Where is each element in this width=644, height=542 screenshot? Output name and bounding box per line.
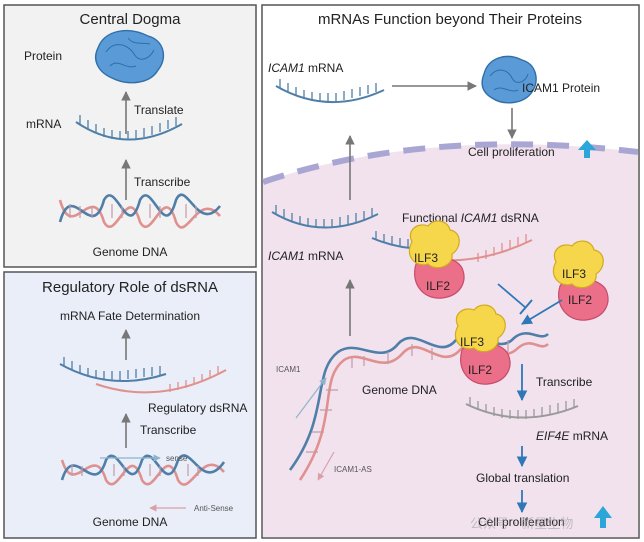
increase-arrow-icon — [578, 140, 596, 158]
mrnas-function-panel: mRNAs Function beyond Their Proteins ICA… — [261, 4, 640, 539]
ilf3-dna-icon — [454, 304, 506, 353]
regulatory-dsrna-label: Regulatory dsRNA — [148, 401, 247, 415]
genome-dna-label: Genome DNA — [93, 245, 168, 259]
nucleus-genome-label: Genome DNA — [362, 383, 437, 397]
binding-arrow — [521, 299, 563, 325]
mrna-label: mRNA — [26, 117, 61, 131]
regulatory-title: Regulatory Role of dsRNA — [42, 279, 218, 296]
ilf3-label-dna: ILF3 — [460, 335, 484, 349]
mrna-strand-icon — [75, 115, 183, 141]
mrnas-title: mRNAs Function beyond Their Proteins — [318, 11, 582, 28]
icam1-protein-icon — [481, 55, 537, 104]
nucleus-region — [263, 144, 638, 537]
global-translation-label: Global translation — [476, 471, 569, 485]
eif4e-mrna-icon — [465, 397, 579, 419]
functional-dsrna-label: Functional ICAM1 dsRNA — [402, 211, 539, 225]
cell-proliferation-top-label: Cell proliferation — [468, 145, 555, 159]
icam1-mrna-mid-icon — [271, 205, 379, 229]
mrna-fate-label: mRNA Fate Determination — [60, 309, 200, 323]
genome-dna-icon — [58, 193, 222, 229]
ilf3-label-top: ILF3 — [414, 251, 438, 265]
icam1-as-label: ICAM1-AS — [334, 465, 372, 474]
regulatory-genome-label: Genome DNA — [93, 515, 168, 529]
translate-label: Translate — [134, 103, 184, 117]
ilf-complex-dna: ILF3 ILF2 — [454, 304, 511, 385]
icam1-protein-label: ICAM1 Protein — [522, 81, 600, 95]
ilf-complex-top: ILF3 ILF2 — [408, 220, 465, 299]
cell-proliferation-bottom-label: Cell proliferation — [478, 515, 565, 529]
ilf3-protein-icon — [408, 220, 460, 269]
ilf-complex-free: ILF3 ILF2 — [552, 240, 609, 321]
watermark-text: 公众号 · 新星生物 — [470, 516, 573, 532]
antisense-label: Anti-Sense — [194, 504, 234, 513]
regulatory-dsrna-icon — [59, 357, 227, 394]
regulatory-genome-dna-icon — [60, 454, 226, 486]
icam1-antisense-arrow — [317, 451, 335, 481]
central-dogma-title: Central Dogma — [80, 11, 182, 28]
eif4e-transcribe-label: Transcribe — [536, 375, 593, 389]
icam1-mrna-top-label: ICAM1 mRNA — [268, 61, 343, 75]
icam1-sense-arrow — [295, 377, 327, 419]
ilf2-label-free: ILF2 — [568, 293, 592, 307]
icam1-strand-label: ICAM1 — [276, 365, 301, 374]
sense-label: sense — [166, 454, 188, 463]
ilf2-label-top: ILF2 — [426, 279, 450, 293]
ilf3-label-free: ILF3 — [562, 267, 586, 281]
eif4e-mrna-label: EIF4E mRNA — [536, 429, 608, 443]
ilf2-label-dna: ILF2 — [468, 363, 492, 377]
inhibition-line — [497, 283, 527, 309]
ilf3-free-icon — [552, 240, 604, 289]
regulatory-dsrna-panel: Regulatory Role of dsRNA mRNA Fate Deter… — [3, 271, 257, 539]
increase-arrow-bottom-icon — [594, 506, 612, 528]
transcribe-label: Transcribe — [134, 175, 191, 189]
icam1-mrna-mid-label: ICAM1 mRNA — [268, 249, 343, 263]
regulatory-transcribe-label: Transcribe — [140, 423, 197, 437]
inhibition-bar — [519, 299, 533, 315]
protein-icon — [94, 29, 165, 84]
central-dogma-panel: Central Dogma Protein Translate mRNA Tra… — [3, 4, 257, 268]
icam1-mrna-top-icon — [275, 79, 385, 104]
protein-label: Protein — [24, 49, 62, 63]
